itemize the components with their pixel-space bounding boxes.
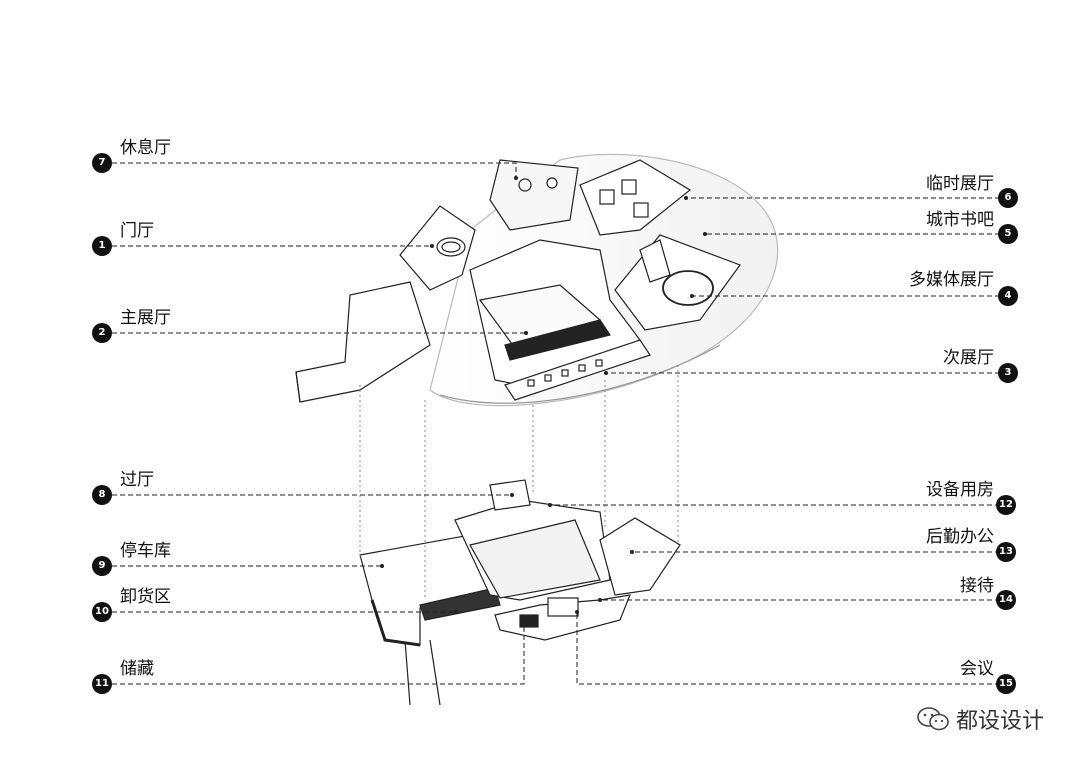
label-main-hall: 主展厅 [120,308,171,328]
label-garage: 停车库 [120,541,171,561]
upper-level-building [295,153,779,407]
label-number-9: 9 [92,556,112,576]
label-number-2: 2 [92,323,112,343]
label-number-3: 3 [998,363,1018,383]
label-number-13: 13 [996,542,1016,562]
label-number-6: 6 [998,188,1018,208]
label-reception: 接待 [960,576,994,596]
wechat-icon [917,707,949,731]
label-number-7: 7 [92,153,112,173]
label-number-12: 12 [996,495,1016,515]
label-storage: 储藏 [120,659,154,679]
watermark-text: 都设设计 [955,709,1044,734]
label-lounge: 休息厅 [120,138,171,158]
watermark: 都设设计 [916,703,1044,735]
label-foyer: 门厅 [120,221,154,241]
label-multimedia-hall: 多媒体展厅 [909,270,994,290]
label-number-14: 14 [996,590,1016,610]
label-number-11: 11 [92,674,112,694]
label-number-5: 5 [998,224,1018,244]
label-number-10: 10 [92,602,112,622]
lower-level-building [359,479,681,706]
label-number-8: 8 [92,485,112,505]
label-secondary-hall: 次展厅 [943,348,994,368]
label-number-1: 1 [92,236,112,256]
leader-dots [380,176,707,627]
label-passage-hall: 过厅 [120,470,154,490]
label-city-book-bar: 城市书吧 [926,210,994,230]
label-unloading: 卸货区 [120,587,171,607]
label-meeting: 会议 [960,659,994,679]
leader-lines [112,162,1000,685]
label-number-4: 4 [998,286,1018,306]
label-temporary-hall: 临时展厅 [926,174,994,194]
label-back-office: 后勤办公 [926,527,994,547]
label-equipment-room: 设备用房 [926,480,994,500]
label-number-15: 15 [996,674,1016,694]
